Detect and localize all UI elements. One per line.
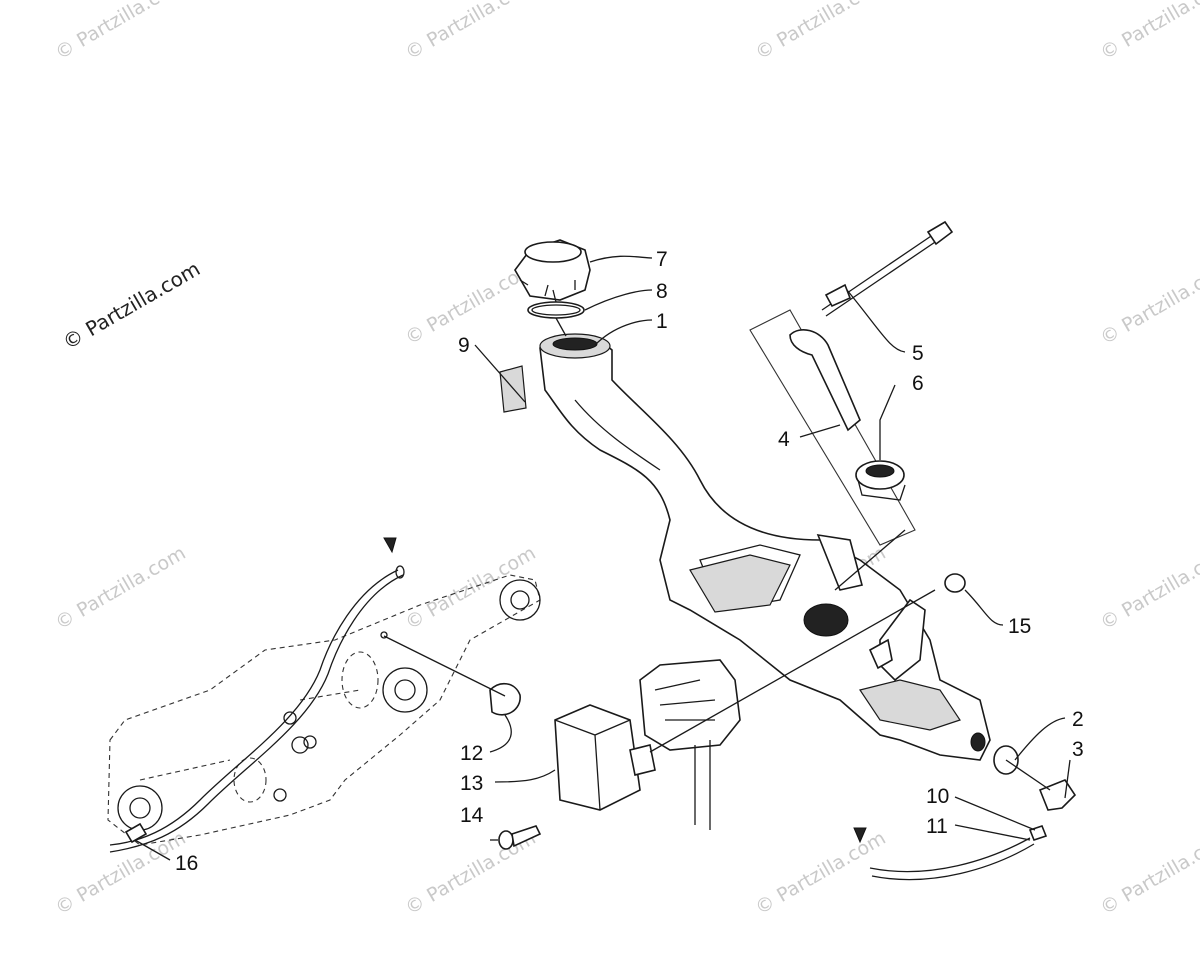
watermark: © Partzilla.com bbox=[52, 542, 190, 634]
sprocket-icon bbox=[382, 667, 428, 713]
watermark: © Partzilla.com bbox=[52, 0, 190, 64]
callout-4: 4 bbox=[778, 428, 790, 451]
connector-icon bbox=[926, 220, 954, 246]
hose-clamp-icon bbox=[124, 822, 148, 844]
nut-15 bbox=[944, 573, 966, 593]
arrow-marker-icon bbox=[383, 537, 397, 554]
watermark: © Partzilla.com bbox=[752, 0, 890, 64]
callout-14: 14 bbox=[460, 804, 484, 827]
watermark: © Partzilla.com bbox=[52, 827, 190, 919]
screw-14 bbox=[498, 825, 542, 850]
watermark: © Partzilla.com bbox=[752, 827, 890, 919]
watermark: © Partzilla.com bbox=[1097, 827, 1200, 919]
clamp-12 bbox=[489, 682, 521, 716]
sender-port bbox=[803, 603, 849, 637]
main-watermark: © Partzilla.com bbox=[59, 256, 205, 354]
callout-15: 15 bbox=[1008, 615, 1031, 638]
module-icon bbox=[554, 704, 641, 811]
fuel-level-sender-icon bbox=[789, 329, 861, 432]
arrow-marker-icon bbox=[853, 827, 867, 844]
callout-7: 7 bbox=[656, 248, 668, 271]
callout-10: 10 bbox=[926, 785, 949, 808]
callout-13: 13 bbox=[460, 772, 483, 795]
callout-leaders bbox=[134, 255, 1071, 861]
callout-12: 12 bbox=[460, 742, 483, 765]
watermark: © Partzilla.com bbox=[1097, 542, 1200, 634]
watermark: © Partzilla.com bbox=[402, 0, 540, 64]
fuel-sender-group bbox=[749, 220, 954, 546]
frame-rail bbox=[107, 574, 541, 846]
clamp-10 bbox=[1028, 825, 1048, 841]
sprocket-icon bbox=[499, 579, 541, 621]
hose-11 bbox=[853, 827, 1035, 881]
fuel-pump-body bbox=[639, 659, 741, 830]
callout-1: 1 bbox=[656, 310, 668, 333]
fitting-3 bbox=[1038, 779, 1077, 811]
fuel-line-16 bbox=[109, 537, 405, 853]
callout-11: 11 bbox=[926, 815, 948, 838]
watermark: © Partzilla.com bbox=[1097, 257, 1200, 349]
leader-lines bbox=[383, 289, 1051, 791]
fuel-cap-7 bbox=[514, 239, 591, 301]
module-13 bbox=[554, 704, 656, 811]
callout-16: 16 bbox=[175, 852, 198, 875]
fuel-tank-assembly bbox=[539, 333, 991, 761]
callout-5: 5 bbox=[912, 342, 924, 365]
callout-6: 6 bbox=[912, 372, 924, 395]
callout-3: 3 bbox=[1072, 738, 1084, 761]
callout-labels: 7 8 1 9 5 6 4 15 2 3 10 11 12 13 14 16 bbox=[175, 248, 1084, 875]
callout-9: 9 bbox=[458, 334, 470, 357]
callout-8: 8 bbox=[656, 280, 668, 303]
watermark: © Partzilla.com bbox=[1097, 0, 1200, 64]
callout-2: 2 bbox=[1072, 708, 1084, 731]
